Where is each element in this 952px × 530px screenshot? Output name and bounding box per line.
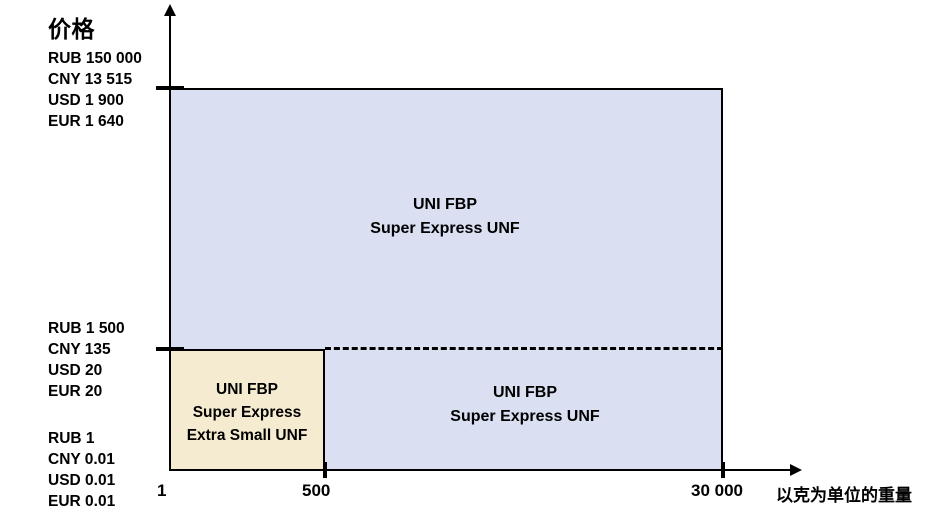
price-low-usd: USD 0.01 [48, 472, 116, 489]
price-high-usd: USD 1 900 [48, 92, 124, 109]
y-axis-arrow-icon [164, 4, 176, 16]
y-tick-high [156, 86, 184, 90]
region-extra-small-unf [170, 349, 325, 470]
price-low-cny: CNY 0.01 [48, 451, 115, 468]
y-axis-title: 价格 [48, 16, 95, 42]
region-label-lower-line1: UNI FBP [493, 384, 557, 401]
region-label-xs-line3: Extra Small UNF [186, 427, 308, 444]
price-labels-high: RUB 150 000 CNY 13 515 USD 1 900 EUR 1 6… [48, 48, 142, 132]
region-label-xs-line2: Super Express [192, 404, 302, 421]
tier-divider-dashed-line [325, 347, 723, 350]
x-axis-caption: 以克为单位的重量 [776, 486, 912, 505]
price-labels-mid: RUB 1 500 CNY 135 USD 20 EUR 20 [48, 318, 125, 402]
price-low-rub: RUB 1 [48, 430, 95, 447]
x-label-1: 1 [157, 481, 167, 500]
region-label-lower-line2: Super Express UNF [450, 408, 600, 425]
y-axis-line [169, 14, 171, 471]
x-axis-arrow-icon [790, 464, 802, 476]
y-tick-mid [156, 347, 184, 351]
region-label-super-express-unf-upper: UNI FBP Super Express UNF [300, 193, 590, 241]
x-tick-30000 [721, 462, 725, 478]
x-label-30000: 30 000 [691, 481, 743, 500]
price-mid-eur: EUR 20 [48, 383, 103, 400]
price-low-eur: EUR 0.01 [48, 493, 116, 510]
price-mid-usd: USD 20 [48, 362, 103, 379]
price-high-rub: RUB 150 000 [48, 50, 142, 67]
region-label-extra-small-unf: UNI FBP Super Express Extra Small UNF [168, 378, 326, 447]
region-label-upper-line1: UNI FBP [413, 196, 477, 213]
region-label-xs-line1: UNI FBP [216, 381, 278, 398]
price-high-cny: CNY 13 515 [48, 71, 133, 88]
region-label-upper-line2: Super Express UNF [370, 220, 520, 237]
x-axis-line [169, 469, 794, 471]
region-label-super-express-unf-lower: UNI FBP Super Express UNF [380, 381, 670, 429]
price-mid-rub: RUB 1 500 [48, 320, 125, 337]
price-mid-cny: CNY 135 [48, 341, 111, 358]
price-labels-low: RUB 1 CNY 0.01 USD 0.01 EUR 0.01 [48, 428, 115, 512]
x-label-500: 500 [302, 481, 331, 500]
x-tick-500 [323, 462, 327, 478]
price-high-eur: EUR 1 640 [48, 113, 124, 130]
